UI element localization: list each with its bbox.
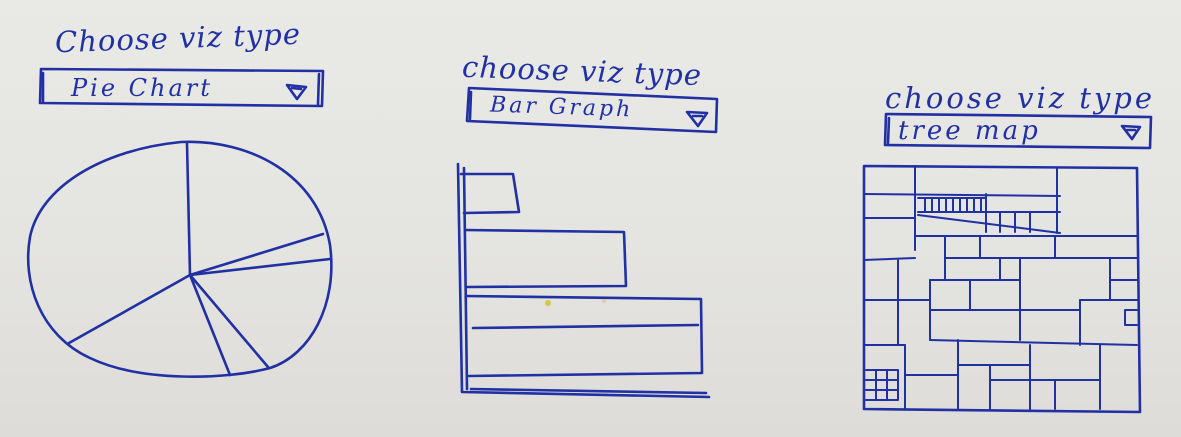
bar-graph-sketch bbox=[456, 162, 711, 399]
dropdown-arrow-icon[interactable] bbox=[1120, 124, 1142, 141]
tree-panel bbox=[862, 112, 1153, 414]
bar-viz-type-dropdown[interactable] bbox=[465, 86, 719, 134]
tree-viz-type-dropdown[interactable] bbox=[883, 112, 1153, 150]
tree-viz-type-label: choose viz type bbox=[885, 81, 1156, 115]
bar-panel bbox=[456, 86, 719, 399]
pie-viz-type-label: Choose viz type bbox=[54, 16, 302, 60]
pie-chart-sketch bbox=[26, 140, 333, 378]
pie-viz-type-dropdown[interactable] bbox=[38, 67, 325, 108]
tree-map-sketch bbox=[862, 164, 1142, 414]
bar-viz-type-label: choose viz type bbox=[461, 49, 703, 93]
dropdown-arrow-icon[interactable] bbox=[685, 110, 709, 128]
pie-dropdown-value[interactable]: Pie Chart bbox=[71, 74, 213, 102]
tree-dropdown-value[interactable]: tree map bbox=[898, 116, 1041, 146]
pie-panel bbox=[26, 67, 333, 378]
bar-dropdown-value[interactable]: Bar Graph bbox=[489, 92, 634, 123]
dropdown-arrow-icon[interactable] bbox=[285, 83, 308, 101]
